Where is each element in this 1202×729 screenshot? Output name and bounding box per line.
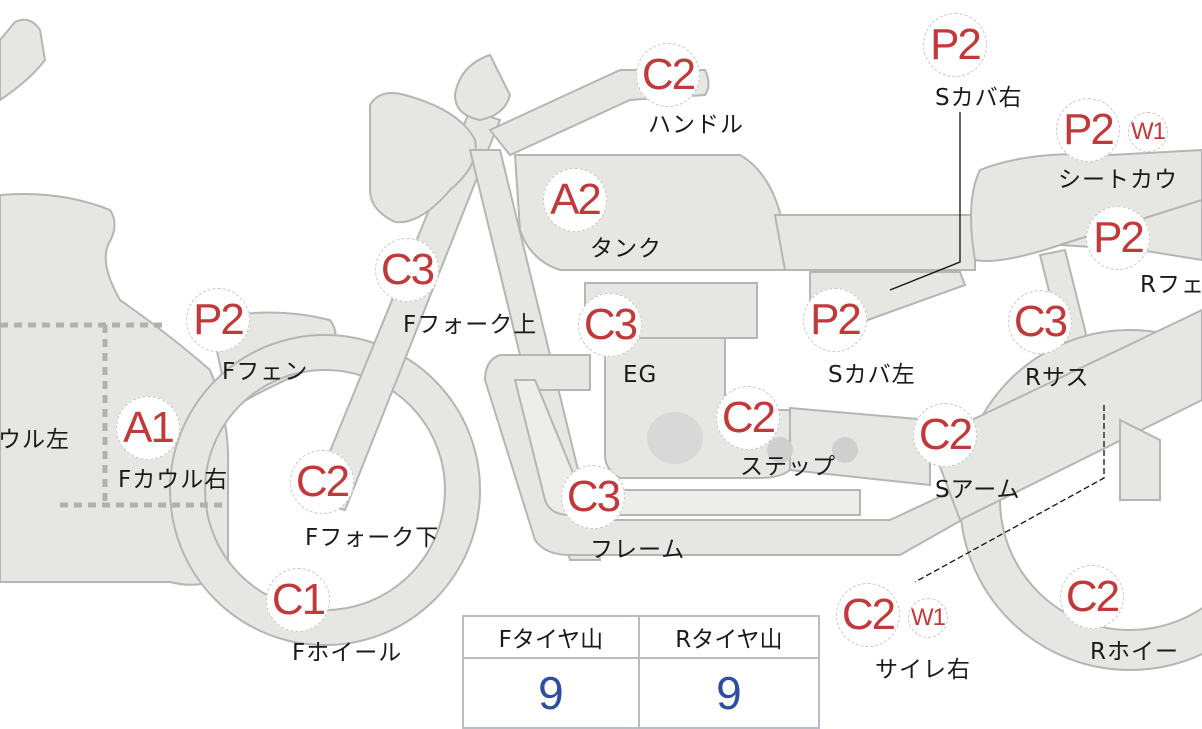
label-tank: タンク <box>590 236 662 262</box>
leader-line <box>914 405 1105 583</box>
label-front-wheel: Fホイール <box>292 640 403 666</box>
leader-line <box>889 112 961 291</box>
marker-front-wheel[interactable]: C1 <box>266 568 330 632</box>
label-side-cover-right: Sカバ右 <box>935 85 1023 111</box>
label-swing-arm: Sアーム <box>935 477 1021 503</box>
mount-part <box>453 53 512 122</box>
marker-step[interactable]: C2 <box>716 386 780 450</box>
front-wheel-part <box>168 334 482 646</box>
label-rear-suspension: Rサス <box>1025 365 1090 391</box>
marker-side-cover-right[interactable]: P2 <box>923 13 987 77</box>
marker-rear-suspension[interactable]: C3 <box>1008 290 1072 354</box>
label-front-cowl-right: Fカウル右 <box>118 467 229 493</box>
left-cowl-label: ウル左 <box>0 427 70 453</box>
mirror-part <box>0 18 47 102</box>
label-handle: ハンドル <box>648 112 744 138</box>
label-step: ステップ <box>740 454 836 480</box>
marker-swing-arm[interactable]: C2 <box>913 403 977 467</box>
marker-front-cowl-right[interactable]: A1 <box>116 396 180 460</box>
swing-arm-part <box>928 308 1202 522</box>
label-fork-upper: Fフォーク上 <box>403 312 538 338</box>
engine-cover-part <box>647 412 703 464</box>
label-side-cover-left: Sカバ左 <box>828 362 916 388</box>
seat-cowl-part <box>970 148 1202 262</box>
muffler-part <box>1119 418 1161 501</box>
marker-fork-lower[interactable]: C2 <box>290 450 354 514</box>
marker-side-cover-left[interactable]: P2 <box>803 288 867 352</box>
marker-engine[interactable]: C3 <box>578 293 642 357</box>
label-rear-wheel: Rホイー <box>1090 639 1179 665</box>
label-engine: EG <box>623 362 658 388</box>
tire-tread-table: Fタイヤ山 Rタイヤ山 9 9 <box>462 615 821 729</box>
rear-tire-value: 9 <box>637 657 821 729</box>
marker-seat-cowl-sub[interactable]: W1 <box>1128 112 1168 152</box>
label-fork-lower: Fフォーク下 <box>305 525 440 551</box>
marker-rear-wheel[interactable]: C2 <box>1060 565 1124 629</box>
marker-handle[interactable]: C2 <box>636 43 700 107</box>
cowl-dotted-line <box>0 322 225 508</box>
label-seat-cowl: シートカウ <box>1058 167 1178 193</box>
step-peg <box>832 437 858 463</box>
marker-frame[interactable]: C3 <box>561 465 625 529</box>
front-tire-value: 9 <box>462 657 640 729</box>
front-tire-header: Fタイヤ山 <box>462 615 640 659</box>
marker-tank[interactable]: A2 <box>543 168 607 232</box>
frame-inner-part <box>513 379 861 516</box>
label-frame: フレーム <box>590 537 686 563</box>
label-rear-fender: Rフェ <box>1140 272 1202 298</box>
headlight-part <box>369 92 477 224</box>
marker-silencer-right-sub[interactable]: W1 <box>908 598 948 638</box>
rear-tire-header: Rタイヤ山 <box>637 615 821 659</box>
marker-front-fender[interactable]: P2 <box>186 288 250 352</box>
marker-seat-cowl[interactable]: P2 <box>1056 98 1120 162</box>
marker-fork-upper[interactable]: C3 <box>375 238 439 302</box>
step-peg <box>767 437 793 463</box>
marker-silencer-right[interactable]: C2 <box>836 583 900 647</box>
marker-rear-fender[interactable]: P2 <box>1086 206 1150 270</box>
label-silencer-right: サイレ右 <box>875 657 971 683</box>
label-front-fender: Fフェン <box>222 359 309 385</box>
seat-part <box>773 214 976 271</box>
